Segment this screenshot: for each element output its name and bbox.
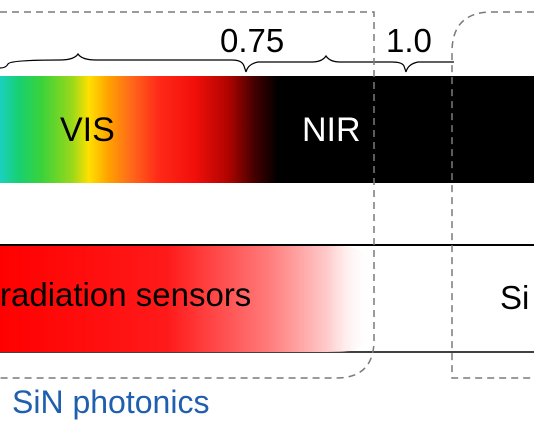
si-dashed-outline — [451, 11, 534, 379]
scale-bracket-nir — [245, 54, 407, 73]
tick-label-075: 0.75 — [220, 22, 285, 59]
vis-label: VIS — [60, 111, 115, 149]
radiation-sensors-label: radiation sensors — [0, 276, 252, 313]
scale-bracket-vis — [0, 52, 247, 73]
tick-label-10: 1.0 — [386, 22, 432, 59]
sin-photonics-caption: SiN photonics — [12, 384, 210, 420]
nir-label: NIR — [302, 111, 361, 149]
radiation-sensors-bar — [0, 246, 372, 352]
visible-gradient — [0, 76, 278, 183]
si-label: Si — [500, 279, 530, 316]
scale-bracket-swir — [405, 61, 454, 73]
sin-photonics-dashed-outline — [0, 11, 375, 379]
